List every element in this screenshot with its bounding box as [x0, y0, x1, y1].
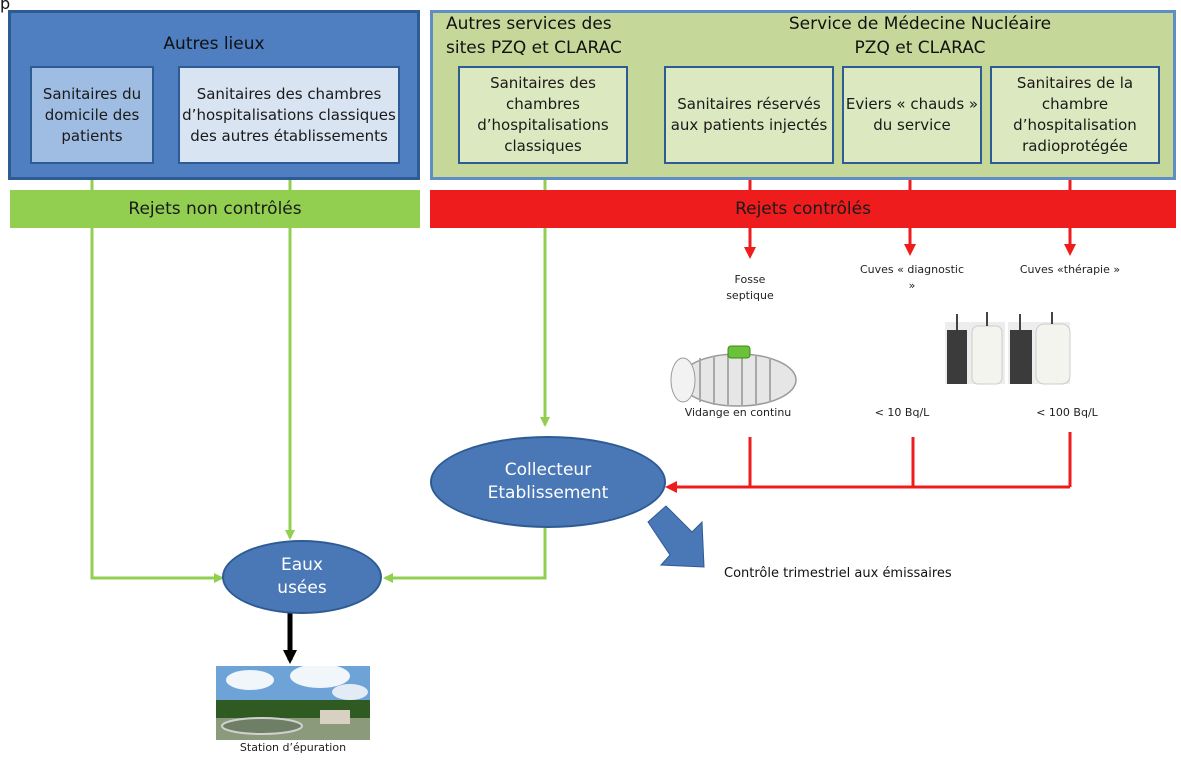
green-flow-lines — [90, 165, 550, 583]
label-cuves-diagnostic: Cuves « diagnostic » — [860, 263, 964, 292]
collecteur-etablissement: Collecteur Etablissement — [430, 436, 666, 528]
label-limit-diagnostic: < 10 Bq/L — [874, 406, 930, 419]
corner-mark: p — [0, 0, 11, 13]
label-limit-therapie: < 100 Bq/L — [1036, 406, 1098, 419]
blue-block-arrow — [647, 505, 705, 568]
autres-lieux-title: Autres lieux — [163, 34, 265, 54]
label-fosse-septique: Fosse septique — [726, 273, 774, 302]
box-hospitalisations-classiques: Sanitaires des chambres d’hospitalisatio… — [458, 66, 628, 164]
red-flow-lines — [665, 165, 1076, 493]
tank-diagnostic-image — [945, 312, 1005, 385]
eaux-usees: Eaux usées — [222, 540, 382, 614]
box-chambre-radioprotegee: Sanitaires de la chambre d’hospitalisati… — [990, 66, 1160, 164]
box-domicile-patients: Sanitaires du domicile des patients — [30, 66, 154, 164]
label-vidange-continu: Vidange en continu — [684, 406, 792, 419]
bar-rejets-controles: Rejets contrôlés — [430, 190, 1176, 228]
label-controle-trimestriel: Contrôle trimestriel aux émissaires — [724, 566, 952, 581]
tank-therapy-image — [1008, 312, 1071, 385]
bar-rejets-non-controles: Rejets non contrôlés — [10, 190, 420, 228]
box-patients-injectes: Sanitaires réservés aux patients injecté… — [664, 66, 834, 164]
treatment-plant-image — [216, 664, 370, 740]
label-cuves-therapie: Cuves «thérapie » — [1019, 263, 1121, 276]
box-eviers-chauds: Eviers « chauds » du service — [842, 66, 982, 164]
label-station-epuration: Station d’épuration — [239, 741, 347, 754]
autres-services-title: Autres services des sites PZQ et CLARAC — [446, 14, 622, 58]
box-autres-etablissements: Sanitaires des chambres d’hospitalisatio… — [178, 66, 400, 164]
medecine-nucleaire-title: Service de Médecine Nucléaire PZQ et CLA… — [788, 14, 1052, 58]
septic-tank-image — [670, 345, 797, 407]
